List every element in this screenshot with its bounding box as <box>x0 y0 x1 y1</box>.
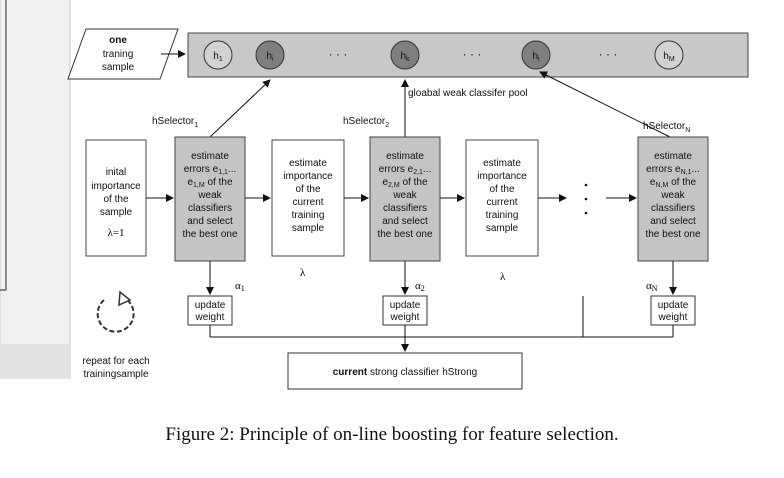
sel1-line-3: e1,M of the <box>187 177 232 189</box>
selN-line-6: and select <box>650 216 696 227</box>
imp2-line-6: sample <box>486 223 519 234</box>
pool-classifier-hk: hk <box>390 40 420 70</box>
strong-classifier-label: current strong classifier hStrong <box>333 367 478 378</box>
lambda-label-1: λ <box>300 267 306 279</box>
lambda-label-2: λ <box>500 271 506 283</box>
pool-classifiers: h1 hi hk hi hM <box>203 40 684 70</box>
repeat-label-line-1: repeat for each <box>82 356 149 367</box>
selectorN-label: hSelectorN <box>643 121 690 134</box>
pool-classifier-label: hi <box>532 51 540 63</box>
imp1-line-4: current <box>292 197 323 208</box>
pool-ellipsis-2: · · · <box>463 47 482 61</box>
repeat-label-line-2: trainingsample <box>83 369 148 380</box>
pool-ellipsis-1: · · · <box>329 47 348 61</box>
imp1-line-3: of the <box>295 184 320 195</box>
sel2-line-6: and select <box>382 216 428 227</box>
imp2-line-3: of the <box>489 184 514 195</box>
initial-importance-box: inital importance of the sample λ=1 <box>85 139 147 257</box>
input-sample-line2: traning <box>103 49 134 60</box>
figure-caption: Figure 2: Principle of on-line boosting … <box>165 424 619 445</box>
uw2-line-1: update <box>390 300 421 311</box>
initial-lambda: λ=1 <box>107 227 124 239</box>
pool-classifier-hi-b: hi <box>521 40 551 70</box>
pool-label: gloabal weak classifer pool <box>408 88 528 99</box>
pool-classifier-label: hi <box>266 51 274 63</box>
selN-line-5: classifiers <box>651 203 695 214</box>
sel2-line-3: e2,M of the <box>382 177 427 189</box>
pool-classifier-label: hk <box>400 51 410 63</box>
initial-line-4: sample <box>100 207 133 218</box>
sel1-line-7: the best one <box>182 229 237 240</box>
uwN-line-1: update <box>658 300 689 311</box>
sel2-line-1: estimate <box>386 151 424 162</box>
sel2-line-7: the best one <box>377 229 432 240</box>
sel1-line-2: errors e1,1... <box>184 164 237 176</box>
sel2-line-2: errors e2,1... <box>379 164 432 176</box>
alpha-2: α2 <box>415 280 425 293</box>
selectorN-to-hi-arrow <box>539 71 671 138</box>
imp2-line-1: estimate <box>483 158 521 169</box>
sel2-line-4: weak <box>392 190 417 201</box>
alpha-1: α1 <box>235 280 245 293</box>
strong-classifier-box: current strong classifier hStrong <box>287 352 523 390</box>
initial-line-2: importance <box>91 181 141 192</box>
update-weight-box-N: update weight <box>650 295 696 326</box>
imp1-line-6: sample <box>292 223 325 234</box>
pool-classifier-label: hM <box>663 51 675 63</box>
uw2-line-2: weight <box>390 312 420 323</box>
pool-classifier-h1: h1 <box>203 40 233 70</box>
imp1-line-2: importance <box>283 171 333 182</box>
input-sample: one traning sample <box>67 28 179 80</box>
selN-line-4: weak <box>660 190 685 201</box>
sel1-line-5: classifiers <box>188 203 232 214</box>
sel1-line-6: and select <box>187 216 233 227</box>
pool-ellipsis-3: · · · <box>599 47 618 61</box>
input-sample-line1: one <box>109 35 127 46</box>
imp1-line-1: estimate <box>289 158 327 169</box>
background-panel <box>0 0 71 379</box>
selector-box-N: estimate errors eN,1... eN,M of the weak… <box>637 136 709 262</box>
alpha-N: αN <box>646 280 658 293</box>
uw1-line-2: weight <box>195 312 225 323</box>
sel2-line-5: classifiers <box>383 203 427 214</box>
collector-lines <box>209 296 674 338</box>
selN-line-1: estimate <box>654 151 692 162</box>
imp1-line-5: training <box>292 210 325 221</box>
initial-line-3: of the <box>103 194 128 205</box>
pool-classifier-hM: hM <box>654 40 684 70</box>
sel1-line-1: estimate <box>191 151 229 162</box>
imp2-line-5: training <box>486 210 519 221</box>
initial-line-1: inital <box>106 167 127 178</box>
input-sample-line3: sample <box>102 62 135 73</box>
update-weight-box-1: update weight <box>187 295 233 326</box>
selN-line-7: the best one <box>645 229 700 240</box>
selN-line-3: eN,M of the <box>650 177 697 189</box>
selector1-label: hSelector1 <box>152 116 198 129</box>
importance-box-2: estimate importance of the current train… <box>465 139 539 257</box>
imp2-line-4: current <box>486 197 517 208</box>
update-weight-box-2: update weight <box>382 295 428 326</box>
selector2-label: hSelector2 <box>343 116 389 129</box>
importance-box-1: estimate importance of the current train… <box>271 139 345 257</box>
selector-box-2: estimate errors e2,1... e2,M of the weak… <box>369 136 441 262</box>
background-panel-footer <box>0 344 70 378</box>
uw1-line-1: update <box>195 300 226 311</box>
vertical-ellipsis <box>584 183 588 215</box>
pool-classifier-hi-a: hi <box>255 40 285 70</box>
uwN-line-2: weight <box>658 312 688 323</box>
selector-box-1: estimate errors e1,1... e1,M of the weak… <box>174 136 246 262</box>
pool-classifier-label: h1 <box>213 51 223 63</box>
imp2-line-2: importance <box>477 171 527 182</box>
sel1-line-4: weak <box>197 190 222 201</box>
selector1-to-hi-arrow <box>209 79 271 138</box>
repeat-icon <box>96 290 135 333</box>
selN-line-2: errors eN,1... <box>646 164 700 176</box>
